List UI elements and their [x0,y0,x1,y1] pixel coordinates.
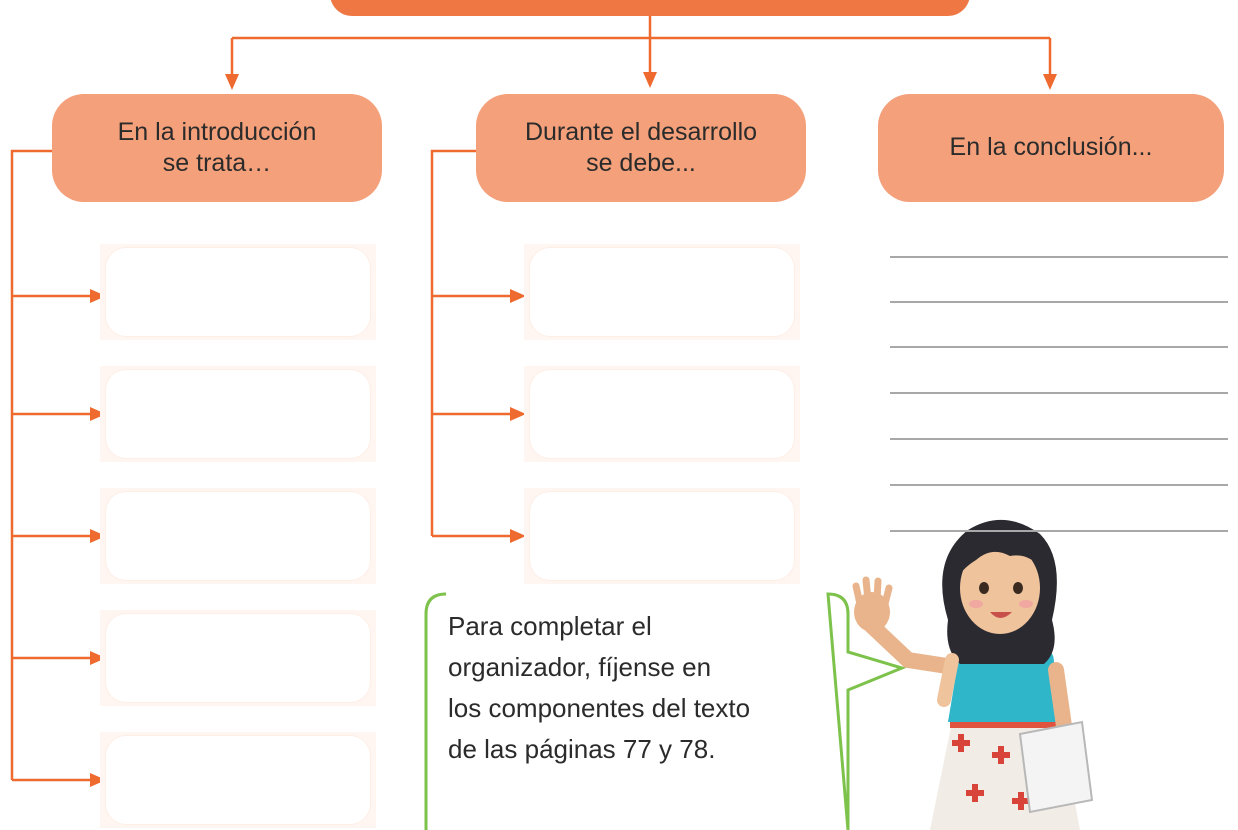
blank-answer-box[interactable] [524,366,800,462]
header-introduccion: En la introducción se trata… [52,94,382,202]
writing-line[interactable] [890,346,1228,348]
blank-answer-box[interactable] [524,488,800,584]
writing-line[interactable] [890,438,1228,440]
writing-line[interactable] [890,484,1228,486]
writing-line[interactable] [890,256,1228,258]
arrow-head-icon [90,529,106,543]
arrow-head-icon [225,74,239,90]
girl-waving-icon [852,519,1094,830]
blank-answer-box[interactable] [100,244,376,340]
arrow-head-icon [90,651,106,665]
organizer-title-box [330,0,970,16]
blank-answer-box[interactable] [100,366,376,462]
speech-bubble-outline [424,592,907,830]
blank-answer-box[interactable] [100,732,376,828]
arrow-head-icon [510,289,526,303]
blank-answer-box[interactable] [524,244,800,340]
arrow-head-icon [90,407,106,421]
arrow-head-icon [90,289,106,303]
speech-bubble-text: Para completar el organizador, fíjense e… [448,611,751,764]
header-conclusion: En la conclusión... [878,94,1224,202]
writing-line[interactable] [890,392,1228,394]
arrow-head-icon [1043,74,1057,90]
arrow-head-icon [643,72,657,88]
header-desarrollo: Durante el desarrollo se debe... [476,94,806,202]
arrow-head-icon [90,773,106,787]
blank-answer-box[interactable] [100,610,376,706]
arrow-head-icon [510,529,526,543]
blank-answer-box[interactable] [100,488,376,584]
writing-line[interactable] [890,301,1228,303]
arrow-head-icon [510,407,526,421]
writing-line[interactable] [890,530,1228,532]
